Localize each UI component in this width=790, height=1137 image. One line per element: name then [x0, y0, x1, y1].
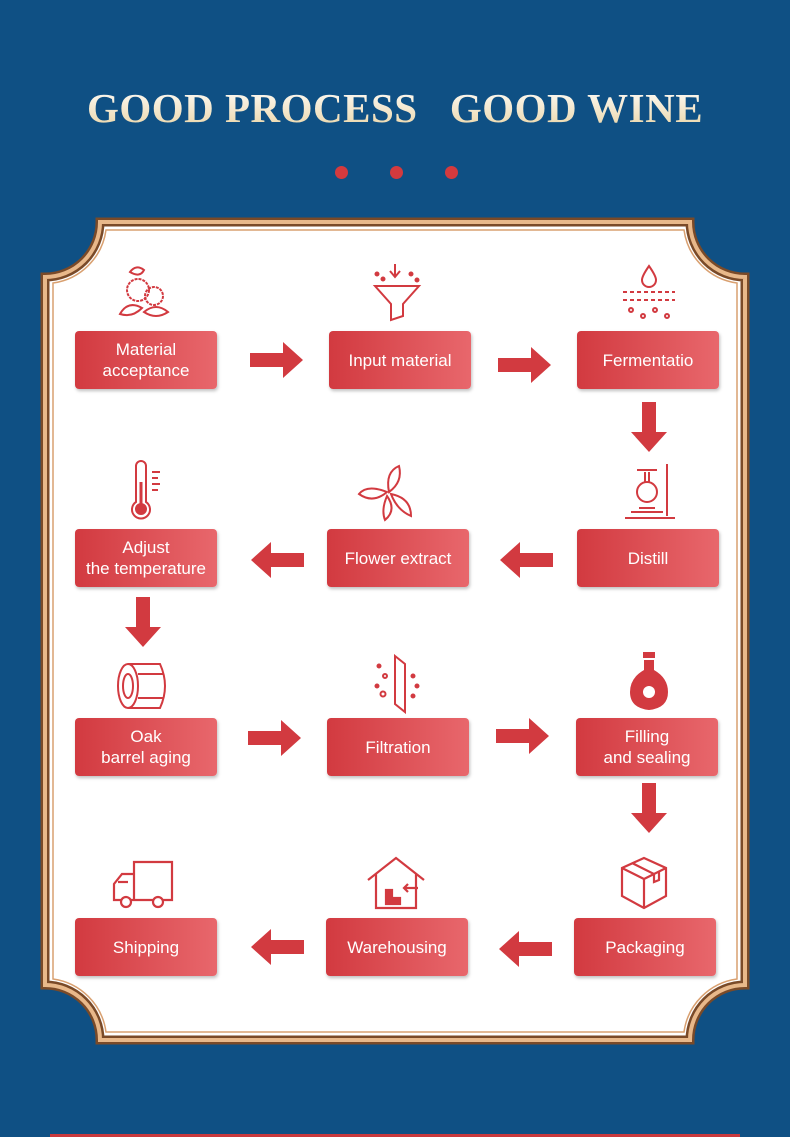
step-shipping: Shipping	[75, 918, 217, 976]
step-flower-extract: Flower extract	[327, 529, 469, 587]
step-input-material: Input material	[329, 331, 471, 389]
decor-dot	[445, 166, 458, 179]
warehouse-icon	[367, 856, 425, 910]
barrel-icon	[117, 663, 166, 709]
bottle-icon	[630, 652, 668, 710]
step-adjust-temperature: Adjust the temperature	[75, 529, 217, 587]
thermometer-icon	[131, 460, 160, 520]
step-material-acceptance: Material acceptance	[75, 331, 217, 389]
step-packaging: Packaging	[574, 918, 716, 976]
arrow-down-icon	[125, 597, 161, 647]
decor-dot	[335, 166, 348, 179]
step-filtration: Filtration	[327, 718, 469, 776]
step-filling-sealing: Filling and sealing	[576, 718, 718, 776]
arrow-right-icon	[498, 347, 551, 383]
step-distill: Distill	[577, 529, 719, 587]
arrow-right-icon	[248, 720, 301, 756]
arrow-right-icon	[496, 718, 549, 754]
funnel-icon	[372, 264, 422, 322]
arrow-left-icon	[251, 542, 304, 578]
page-title: GOOD PROCESS GOOD WINE	[0, 84, 790, 132]
step-oak-barrel-aging: Oak barrel aging	[75, 718, 217, 776]
filter-icon	[374, 653, 420, 715]
distill-flask-icon	[625, 464, 675, 519]
truck-icon	[112, 860, 174, 909]
box-icon	[620, 856, 668, 910]
arrow-right-icon	[250, 342, 303, 378]
bottom-accent-bar	[50, 1134, 740, 1137]
lychee-icon	[118, 266, 170, 317]
decor-dot	[390, 166, 403, 179]
step-fermentation: Fermentatio	[577, 331, 719, 389]
arrow-left-icon	[500, 542, 553, 578]
step-warehousing: Warehousing	[326, 918, 468, 976]
water-drop-icon	[623, 264, 675, 319]
flower-icon	[357, 464, 413, 522]
arrow-left-icon	[499, 931, 552, 967]
arrow-left-icon	[251, 929, 304, 965]
arrow-down-icon	[631, 402, 667, 452]
arrow-down-icon	[631, 783, 667, 833]
